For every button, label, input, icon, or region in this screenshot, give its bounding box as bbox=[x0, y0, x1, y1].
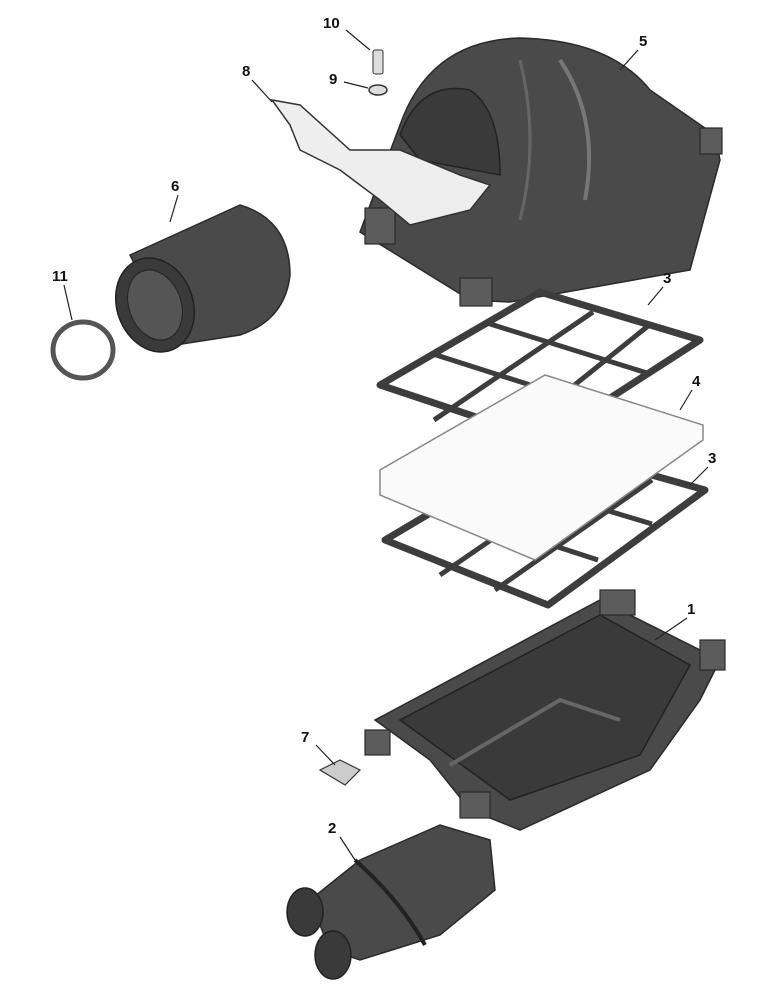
leader-lines bbox=[63, 29, 709, 861]
callout-2: 2 bbox=[328, 820, 336, 837]
callout-5: 5 bbox=[639, 33, 647, 50]
callout-11: 11 bbox=[52, 268, 68, 285]
callout-4: 4 bbox=[692, 373, 701, 390]
callout-6: 6 bbox=[171, 178, 179, 195]
callout-3-upper: 3 bbox=[663, 270, 671, 287]
callout-9: 9 bbox=[329, 71, 337, 88]
air-box-base bbox=[364, 589, 726, 831]
intake-boot bbox=[114, 204, 291, 353]
callout-7: 7 bbox=[301, 729, 309, 746]
clip bbox=[318, 759, 362, 786]
callout-3-lower: 3 bbox=[708, 450, 716, 467]
screw bbox=[372, 49, 384, 75]
bracket bbox=[270, 98, 492, 226]
callout-8: 8 bbox=[242, 63, 250, 80]
washer bbox=[368, 84, 388, 96]
filter-element bbox=[379, 374, 704, 561]
callout-1: 1 bbox=[687, 601, 695, 618]
hose-clamp bbox=[50, 319, 116, 381]
twin-intake-duct bbox=[286, 824, 496, 980]
callout-10: 10 bbox=[323, 15, 340, 32]
air-box-cover bbox=[359, 37, 723, 307]
